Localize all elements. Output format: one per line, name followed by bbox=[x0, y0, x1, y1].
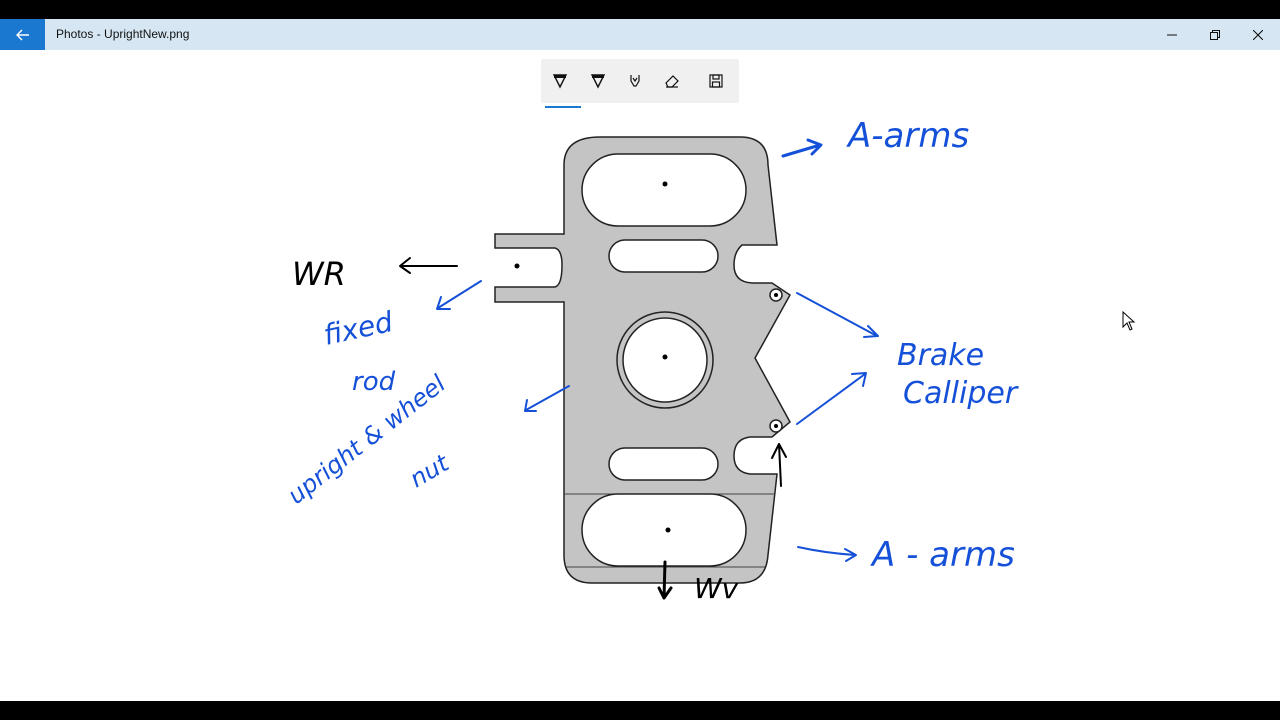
mouse-pointer-icon bbox=[1122, 311, 1136, 331]
arrow-brake-lower bbox=[796, 372, 867, 425]
eraser-button[interactable] bbox=[656, 67, 688, 95]
window-title: Photos - UprightNew.png bbox=[56, 27, 190, 41]
drawing-canvas[interactable]: A-arms WR fixed rod upright & wheel nut … bbox=[0, 19, 1280, 701]
highlighter-icon bbox=[630, 75, 640, 87]
slot-top-small bbox=[608, 239, 719, 273]
ink-arrows bbox=[399, 138, 879, 600]
pencil-icon bbox=[590, 74, 606, 89]
minimize-button[interactable] bbox=[1150, 19, 1194, 50]
arrow-wr bbox=[399, 257, 458, 274]
label-brake: Brake bbox=[897, 338, 984, 373]
back-arrow-icon bbox=[15, 29, 29, 40]
restore-button[interactable] bbox=[1193, 19, 1237, 50]
hub-bore-inner bbox=[622, 317, 708, 403]
label-rod: rod bbox=[352, 367, 396, 397]
save-button[interactable] bbox=[700, 67, 732, 95]
label-fixed: fixed bbox=[321, 305, 396, 352]
minimize-icon bbox=[1167, 34, 1177, 35]
arrow-upright-nut bbox=[524, 385, 570, 412]
slot-bottom-large bbox=[581, 493, 747, 567]
label-a-arms-bottom: A - arms bbox=[870, 535, 1015, 575]
label-wv: Wv bbox=[694, 572, 739, 605]
ballpoint-pen-button[interactable] bbox=[544, 67, 581, 108]
center-dot-rod bbox=[514, 263, 520, 269]
eraser-icon bbox=[665, 75, 679, 88]
center-dot-bottom bbox=[665, 527, 671, 533]
restore-icon bbox=[1210, 29, 1220, 40]
ballpoint-pen-icon bbox=[552, 74, 568, 89]
label-calliper: Calliper bbox=[903, 376, 1019, 411]
label-a-arms-top: A-arms bbox=[846, 116, 969, 156]
photos-window: Photos - UprightNew.png bbox=[0, 19, 1280, 701]
top-letterbox bbox=[0, 0, 1280, 19]
highlighter-button[interactable] bbox=[619, 67, 651, 95]
back-button[interactable] bbox=[0, 19, 45, 50]
center-dot-top bbox=[662, 181, 668, 187]
center-dot-hub bbox=[662, 354, 668, 360]
close-icon bbox=[1253, 29, 1263, 40]
close-button[interactable] bbox=[1236, 19, 1280, 50]
arrow-force-up bbox=[771, 443, 787, 487]
label-wr: WR bbox=[292, 255, 346, 293]
selected-tool-indicator bbox=[545, 106, 581, 108]
arrow-brake-upper bbox=[796, 292, 879, 338]
arrow-a-arms-top bbox=[781, 138, 823, 158]
save-icon bbox=[709, 74, 723, 88]
arrow-wv bbox=[657, 560, 673, 600]
title-bar: Photos - UprightNew.png bbox=[0, 19, 1280, 50]
arrow-a-arms-bottom bbox=[797, 546, 857, 562]
ink-toolbar bbox=[541, 59, 739, 108]
upright-part bbox=[494, 136, 791, 584]
pencil-button[interactable] bbox=[582, 67, 614, 95]
bottom-letterbox bbox=[0, 701, 1280, 720]
slot-top-large bbox=[581, 153, 747, 227]
label-nut: nut bbox=[405, 448, 455, 493]
slot-bottom-small bbox=[608, 447, 719, 481]
arrow-fixed-rod bbox=[436, 280, 482, 310]
